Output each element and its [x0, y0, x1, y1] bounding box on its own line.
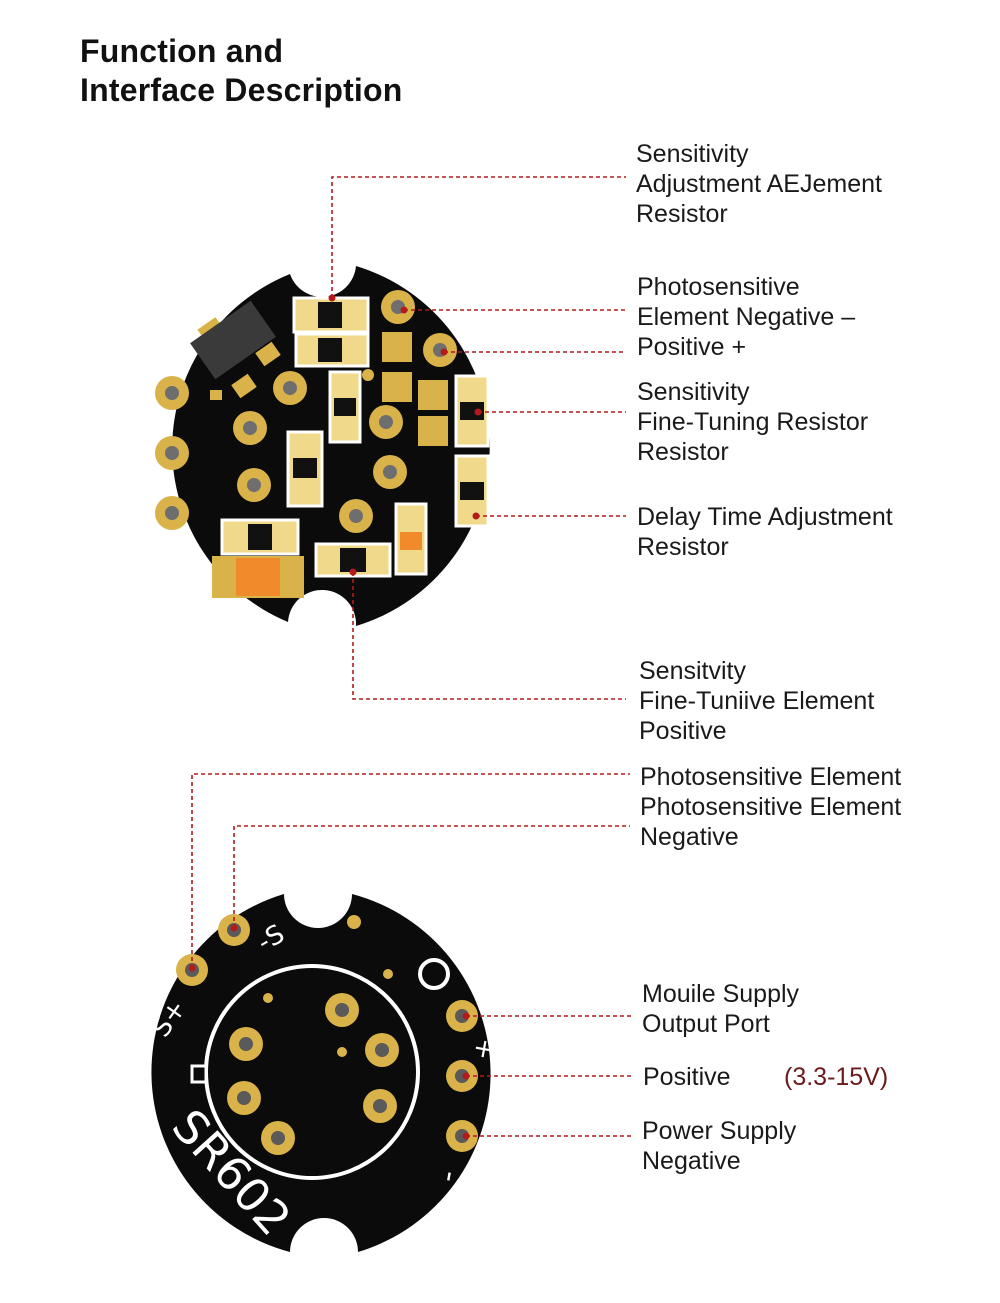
leader-photosensitive-element	[191, 773, 630, 968]
label-photosensitive-negative-positive: Photosensitive Element Negative – Positi…	[637, 272, 855, 362]
smd-resistor-group	[220, 296, 490, 578]
page-title: Function and Interface Description	[80, 32, 403, 110]
label-line: Negative	[640, 823, 739, 851]
label-line: Negative	[642, 1147, 741, 1175]
label-line: Positive	[639, 717, 727, 745]
label-delay-time: Delay Time Adjustment Resistor	[637, 502, 893, 562]
top-leader-lines	[331, 176, 626, 700]
label-fine-tuning-resistor: Sensitivity Fine-Tuning Resistor Resisto…	[637, 377, 868, 467]
leader-element-negative	[233, 825, 630, 928]
label-line: Positive +	[637, 333, 747, 361]
top-center-pads	[233, 290, 457, 533]
bottom-pcb-board: S+ -S + - SR602	[146, 894, 501, 1252]
label-photosensitive-element: Photosensitive Element Photosensitive El…	[640, 762, 901, 852]
label-output-port: Mouile Supply Output Port	[642, 979, 799, 1039]
leader-element-positive	[352, 572, 626, 700]
label-line: Output Port	[642, 1010, 770, 1038]
voltage-range: (3.3-15V)	[784, 1063, 889, 1091]
title-line-1: Function and	[80, 33, 284, 69]
bottom-leader-dots	[188, 924, 470, 1140]
label-supply-negative: Power Supply Negative	[642, 1116, 796, 1176]
label-line: Resistor	[637, 533, 729, 561]
label-line: Power Supply	[642, 1117, 797, 1145]
label-line: Sensitivity	[636, 140, 749, 168]
label-line: Photosensitive	[637, 273, 800, 301]
sot-transistor	[190, 300, 281, 400]
sensor-pads	[227, 915, 399, 1155]
label-line: Positive	[643, 1063, 731, 1091]
label-line: Fine-Tuniive Element	[639, 687, 875, 715]
bottom-pcb-outline	[151, 894, 491, 1252]
title-line-2: Interface Description	[80, 72, 403, 108]
label-line: Photosensitive Element	[640, 793, 902, 821]
pin1-marker	[418, 958, 450, 990]
bottom-leader-lines	[191, 773, 632, 1137]
top-leader-dots	[328, 294, 482, 576]
top-pcb-board	[155, 266, 490, 626]
label-sensitivity-adjustment: Sensitivity Adjustment AEJement Resistor	[636, 139, 882, 229]
label-line: Resistor	[637, 438, 729, 466]
capacitor	[212, 556, 304, 598]
leader-sensitivity-adjustment	[331, 176, 626, 298]
label-line: Sensitvity	[639, 657, 746, 685]
label-line: Mouile Supply	[642, 980, 800, 1008]
label-line: Adjustment AEJement	[636, 170, 882, 198]
label-line: Sensitivity	[637, 378, 750, 406]
label-line: Resistor	[636, 200, 728, 228]
label-line: Fine-Tuning Resistor	[637, 408, 869, 436]
silk-plus: +	[467, 1036, 500, 1063]
label-element-positive: Sensitvity Fine-Tuniive Element Positive	[639, 656, 874, 746]
label-line: Photosensitive Element	[640, 763, 902, 791]
label-supply-positive: Positive	[643, 1062, 731, 1092]
label-line: Element Negative –	[637, 303, 856, 331]
label-line: Delay Time Adjustment	[637, 503, 893, 531]
top-left-pads	[155, 376, 189, 530]
